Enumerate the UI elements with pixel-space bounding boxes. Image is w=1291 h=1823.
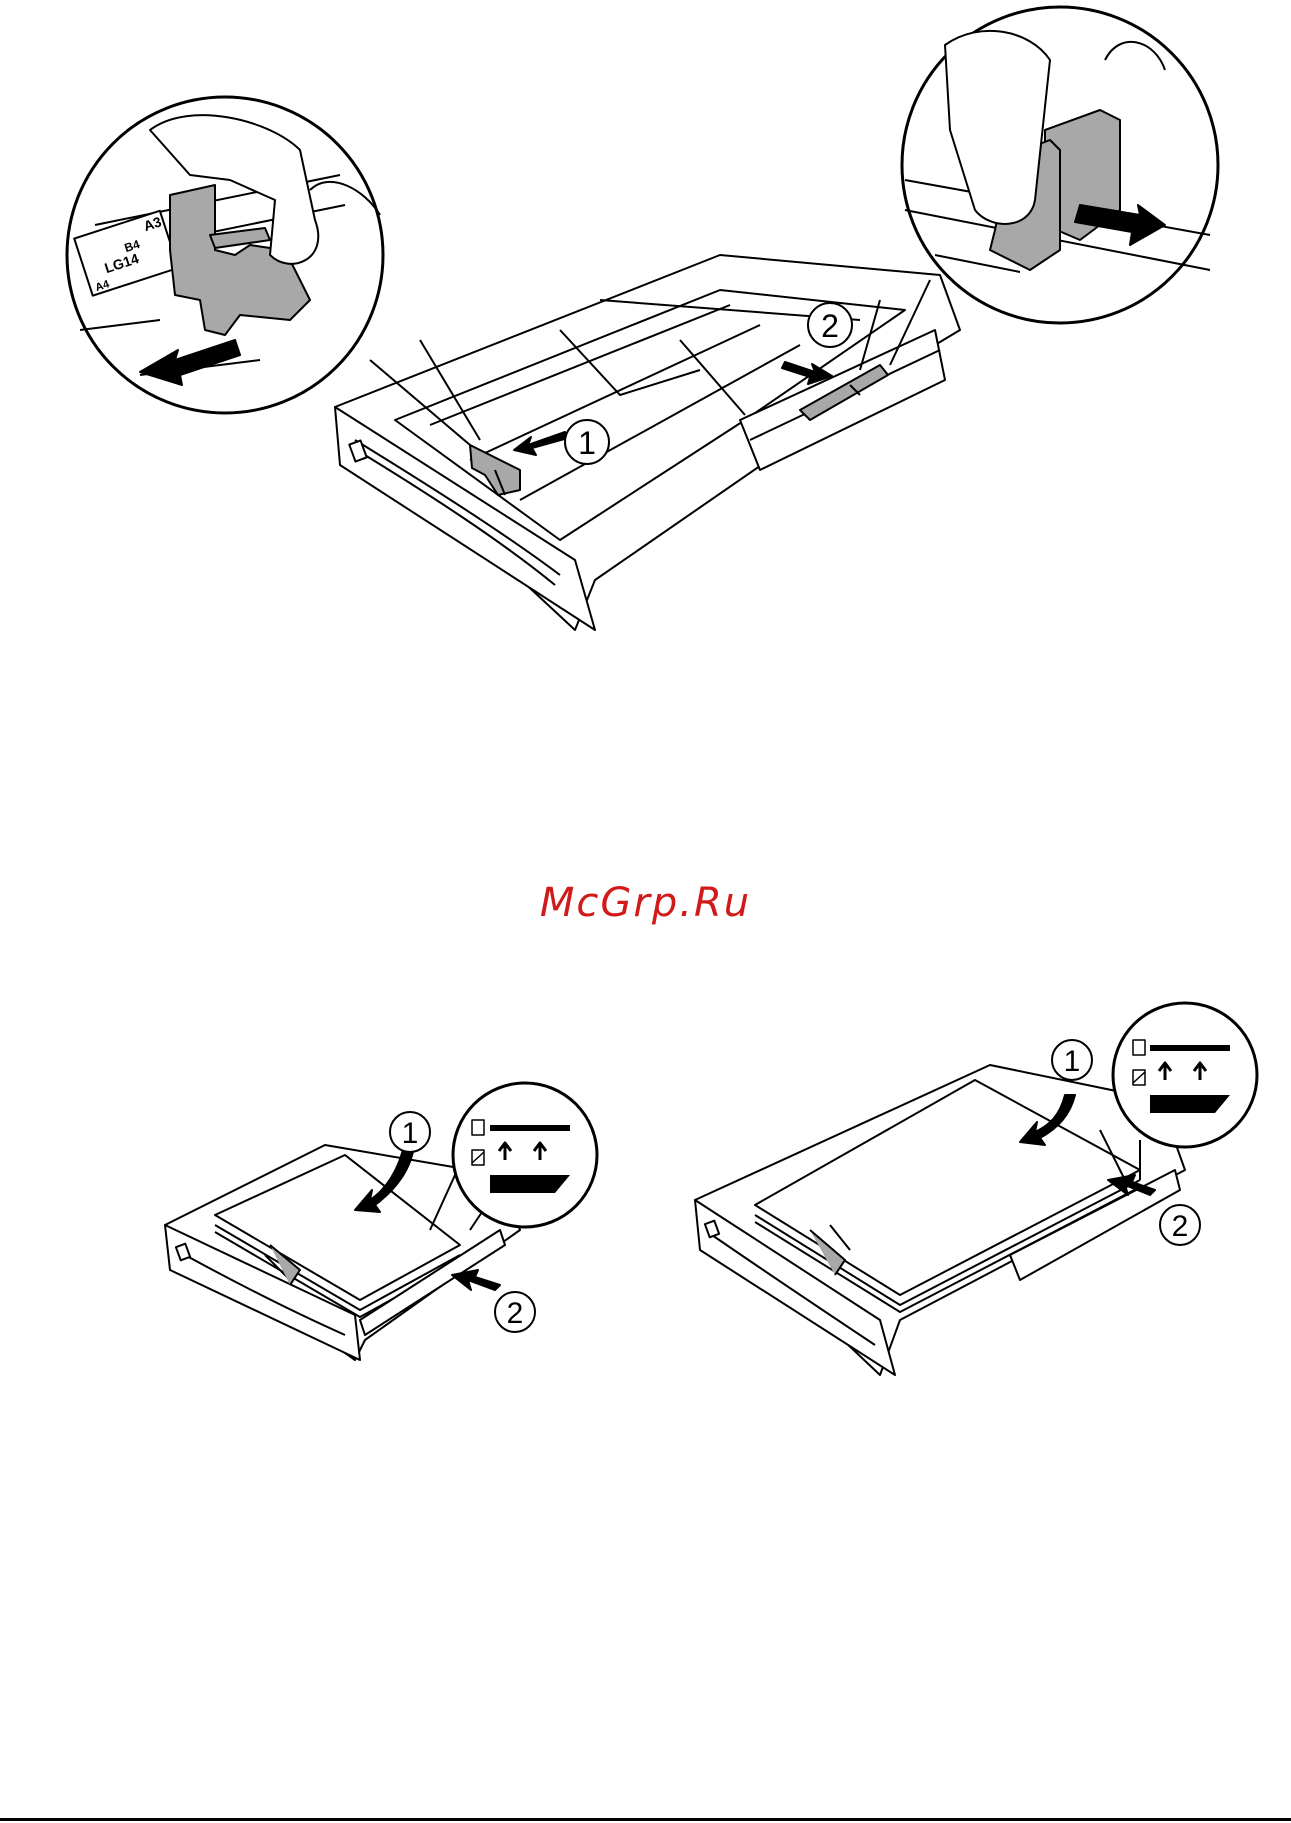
- magnifier-left: A3 B4 LG14 A4: [67, 97, 383, 413]
- step-marker-2: 2: [507, 1297, 524, 1330]
- step-marker-1: 1: [578, 425, 596, 461]
- tray-bottom-left: 1 2: [165, 1083, 597, 1360]
- magnifier-right: [902, 7, 1218, 323]
- footer-rule: [0, 1818, 1291, 1821]
- step-marker-2: 2: [821, 308, 839, 344]
- tray-top: 1 2: [335, 255, 960, 630]
- watermark: McGrp.Ru: [0, 880, 1291, 926]
- tray-bottom-right: 1 2: [695, 1003, 1257, 1375]
- step-marker-2: 2: [1172, 1210, 1189, 1243]
- step-marker-1: 1: [1064, 1045, 1081, 1078]
- push-arrow-icon: [452, 1270, 500, 1290]
- step-marker-1: 1: [402, 1117, 419, 1150]
